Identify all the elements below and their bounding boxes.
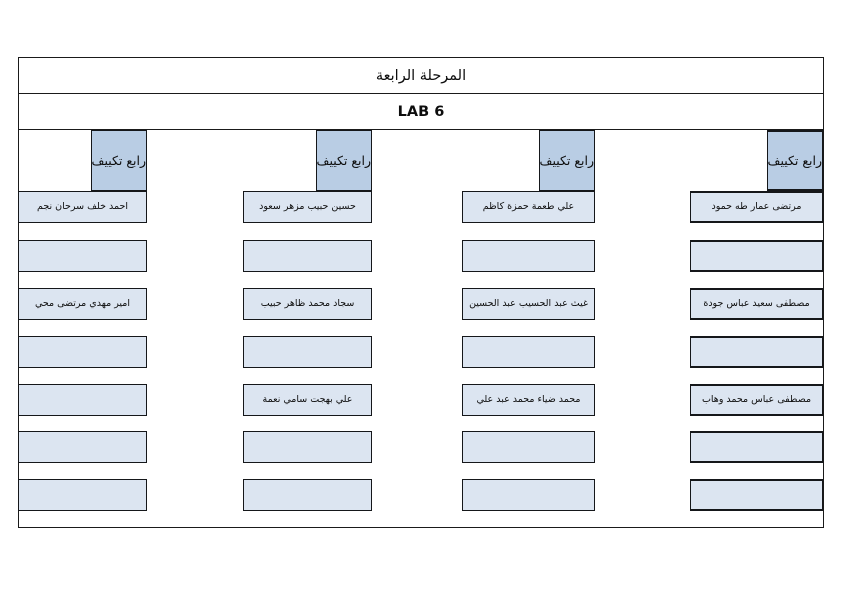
student-cell[interactable]	[462, 336, 595, 368]
student-cell[interactable]	[690, 431, 823, 463]
student-cell[interactable]: حسين حبيب مزهر سعود	[243, 191, 372, 223]
student-cell[interactable]: علي طعمة حمزة كاظم	[462, 191, 595, 223]
student-cell[interactable]	[18, 431, 147, 463]
student-cell[interactable]	[462, 431, 595, 463]
student-cell[interactable]: مصطفى سعيد عباس جودة	[690, 288, 823, 320]
student-cell[interactable]	[243, 479, 372, 511]
student-cell[interactable]: مصطفى عباس محمد وهاب	[690, 384, 823, 416]
student-cell[interactable]	[690, 479, 823, 511]
student-cell[interactable]	[18, 240, 147, 272]
group-header-4: رابع تكييف	[90, 130, 147, 191]
student-cell[interactable]	[690, 336, 823, 368]
stage-title-row: المرحلة الرابعة	[19, 58, 823, 94]
student-cell[interactable]	[243, 431, 372, 463]
group-header-3: رابع تكييف	[315, 130, 372, 191]
lab-title: LAB 6	[397, 103, 445, 120]
groups-grid: رابع تكييف مرتضى عمار طه حمود مصطفى سعيد…	[18, 130, 823, 529]
student-cell[interactable]: امير مهدي مرتضى محي	[18, 288, 147, 320]
student-cell[interactable]: سجاد محمد ظاهر حبيب	[243, 288, 372, 320]
student-cell[interactable]	[690, 240, 823, 272]
stage-title: المرحلة الرابعة	[375, 67, 467, 84]
student-cell[interactable]: علي بهجت سامي نعمة	[243, 384, 372, 416]
student-cell[interactable]	[18, 336, 147, 368]
student-cell[interactable]: غيث عبد الحسيب عبد الحسين	[462, 288, 595, 320]
group-header-1: رابع تكييف	[766, 130, 823, 191]
student-cell[interactable]	[462, 479, 595, 511]
roster-table: المرحلة الرابعة LAB 6 رابع تكييف مرتضى ع…	[18, 57, 824, 528]
group-header-2: رابع تكييف	[538, 130, 595, 191]
student-cell[interactable]: مرتضى عمار طه حمود	[690, 191, 823, 223]
lab-title-row: LAB 6	[19, 94, 823, 130]
student-cell[interactable]	[243, 240, 372, 272]
student-cell[interactable]	[462, 240, 595, 272]
student-cell[interactable]	[18, 384, 147, 416]
student-cell[interactable]: محمد ضياء محمد عبد علي	[462, 384, 595, 416]
student-cell[interactable]	[18, 479, 147, 511]
student-cell[interactable]	[243, 336, 372, 368]
student-cell[interactable]: احمد خلف سرحان نجم	[18, 191, 147, 223]
